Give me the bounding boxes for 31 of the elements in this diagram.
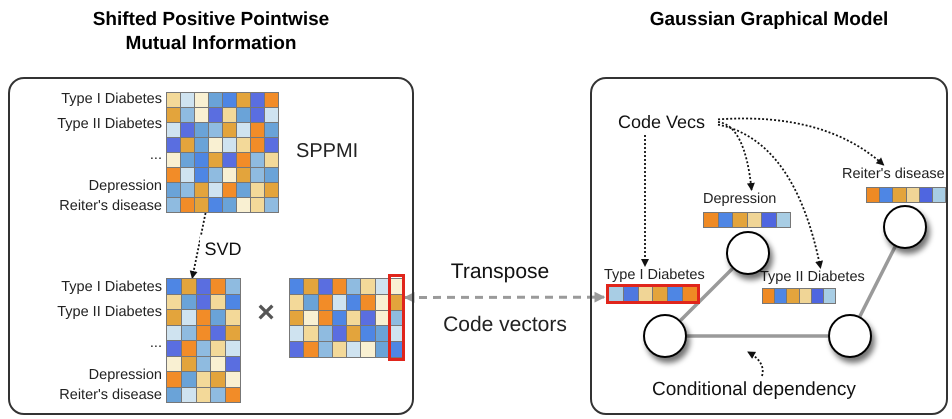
node-label: Type II Diabetes [760, 268, 865, 286]
arrow [404, 292, 606, 303]
row-label: Reiter's disease [58, 386, 162, 404]
arrow [718, 124, 823, 269]
highlight-frame [388, 274, 405, 361]
row-label: Reiter's disease [58, 197, 162, 215]
annotation-text: Conditional dependency [652, 376, 872, 402]
arrow [641, 135, 649, 267]
row-label: Depression [88, 177, 162, 195]
annotation-text: Code Vecs [618, 109, 718, 135]
row-label: ... [148, 334, 162, 352]
arrow [718, 118, 884, 166]
node-label: Depression [703, 190, 776, 208]
arrow [747, 351, 764, 376]
matrix-label: SPPMI [296, 142, 360, 160]
annotation-text: Code vectors [442, 316, 568, 334]
row-label: Depression [88, 366, 162, 384]
node-label: Type I Diabetes [604, 266, 705, 284]
row-label: Type II Diabetes [56, 303, 162, 321]
arrow [190, 212, 206, 279]
arrow [718, 121, 755, 191]
row-label: Type I Diabetes [60, 90, 162, 108]
row-label: Type I Diabetes [60, 278, 162, 296]
row-label: ... [148, 146, 162, 164]
panel-title: Shifted Positive Pointwise Mutual Information [92, 8, 330, 56]
row-label: Type II Diabetes [56, 115, 162, 133]
multiply-sign: × [256, 304, 276, 322]
panel-title: Gaussian Graphical Model [648, 8, 890, 32]
connector-line [679, 267, 734, 322]
node-label: Reiter's disease [842, 165, 945, 183]
connector-line [687, 334, 828, 338]
